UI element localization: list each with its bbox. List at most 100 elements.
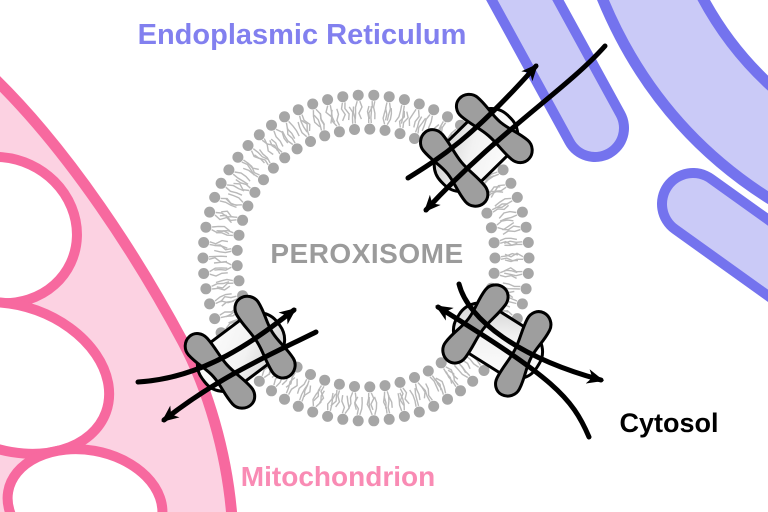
mito-crista-top <box>0 151 82 309</box>
lipid-head <box>233 275 245 287</box>
lipid-tail <box>500 252 519 258</box>
lipid-tail <box>417 382 426 399</box>
lipid-head <box>485 222 497 234</box>
lipid-tail <box>234 171 251 182</box>
mito-crista-middle <box>0 297 115 459</box>
lipid-head <box>516 206 528 218</box>
lipid-tail <box>386 108 393 126</box>
lipid-head <box>215 177 227 189</box>
lipid-tail <box>464 354 480 368</box>
lipid-tail <box>499 237 518 242</box>
lipid-tail <box>216 232 233 237</box>
lipid-head <box>352 89 364 101</box>
lipid-tail <box>211 228 230 235</box>
lipid-head <box>413 98 425 110</box>
lipid-heads <box>197 89 535 427</box>
cytosol-import-arrow <box>435 304 592 440</box>
lipid-tail <box>368 396 373 416</box>
lipid-head <box>258 174 269 186</box>
cytosol-label: Cytosol <box>619 408 718 438</box>
lipid-tail <box>348 106 354 124</box>
lipid-head <box>223 164 235 176</box>
lipid-head <box>435 357 447 369</box>
er-export-arrow <box>405 63 539 181</box>
lipid-head <box>307 406 319 418</box>
lipid-tail <box>209 272 228 277</box>
lipid-tail <box>288 120 300 137</box>
lipid-head <box>379 380 391 392</box>
lipid-head <box>305 136 316 147</box>
lipid-tail <box>216 282 234 289</box>
lipid-tail <box>213 261 232 266</box>
lipid-head <box>333 378 345 390</box>
lipid-tail <box>414 383 421 401</box>
lipid-tail <box>275 128 289 144</box>
er-label: Endoplasmic Reticulum <box>138 19 467 51</box>
membrane-transporters <box>183 92 553 410</box>
transporter-inner-flange <box>441 283 510 365</box>
lipid-tail <box>417 117 427 134</box>
lipid-tail <box>296 378 308 394</box>
er-tube-left-lumen <box>497 0 619 152</box>
lipid-head <box>394 128 406 140</box>
lipid-tail <box>261 139 274 156</box>
lipid-head <box>489 252 501 264</box>
lipid-tails <box>213 105 519 411</box>
lipid-tail <box>358 100 363 120</box>
lipid-tail <box>209 239 229 245</box>
lipid-head <box>319 130 331 142</box>
lipid-head <box>198 268 210 279</box>
lipid-tail <box>270 138 283 153</box>
lipid-head <box>279 152 291 164</box>
lipid-tail <box>253 154 269 166</box>
lipid-tail <box>373 396 378 415</box>
lipid-tail <box>313 114 323 131</box>
lipid-tail <box>500 257 519 262</box>
lipid-head <box>522 268 534 279</box>
lipid-tail <box>303 380 310 398</box>
lipid-tail <box>421 114 431 132</box>
lipid-head <box>478 365 490 376</box>
lipid-head <box>442 393 453 405</box>
lipid-head <box>364 123 376 135</box>
lipid-tail <box>298 115 308 133</box>
lipid-tail <box>495 200 513 208</box>
lipid-head <box>279 111 290 123</box>
lipid-tail <box>258 149 271 164</box>
lipid-tail <box>340 102 346 122</box>
lipid-tail <box>227 184 245 192</box>
lipid-tail <box>354 392 357 410</box>
lipid-tail <box>502 228 521 235</box>
lipid-tail <box>414 116 423 133</box>
lipid-tail <box>429 376 440 392</box>
lipid-head <box>333 126 345 138</box>
lipid-tail <box>252 148 269 161</box>
lipid-tail <box>315 390 325 408</box>
lipid-tail <box>491 203 509 211</box>
transporter-inner-flange <box>233 294 297 380</box>
lipid-tail <box>431 375 442 391</box>
lipid-tail <box>442 368 453 384</box>
lipid-tail <box>215 278 234 284</box>
lipid-head <box>442 111 453 123</box>
lipid-tail <box>498 210 517 219</box>
lipid-head <box>428 104 440 116</box>
lipid-head <box>307 98 319 110</box>
lipid-tail <box>208 255 228 258</box>
lipid-tail <box>383 391 387 409</box>
lipid-head <box>232 151 244 163</box>
lipid-tail <box>382 395 388 414</box>
lipid-tail <box>352 106 356 124</box>
lipid-head <box>233 229 245 241</box>
lipid-head <box>409 133 420 144</box>
lipid-tail <box>241 161 255 176</box>
lipid-head <box>520 283 532 295</box>
lipid-tail <box>387 395 391 414</box>
lipid-tail <box>414 388 420 407</box>
lipid-tail <box>221 298 238 307</box>
lipid-tail <box>354 101 358 120</box>
lipid-tail <box>386 391 393 408</box>
lipid-tail <box>297 121 308 138</box>
mitochondrion <box>0 76 237 512</box>
